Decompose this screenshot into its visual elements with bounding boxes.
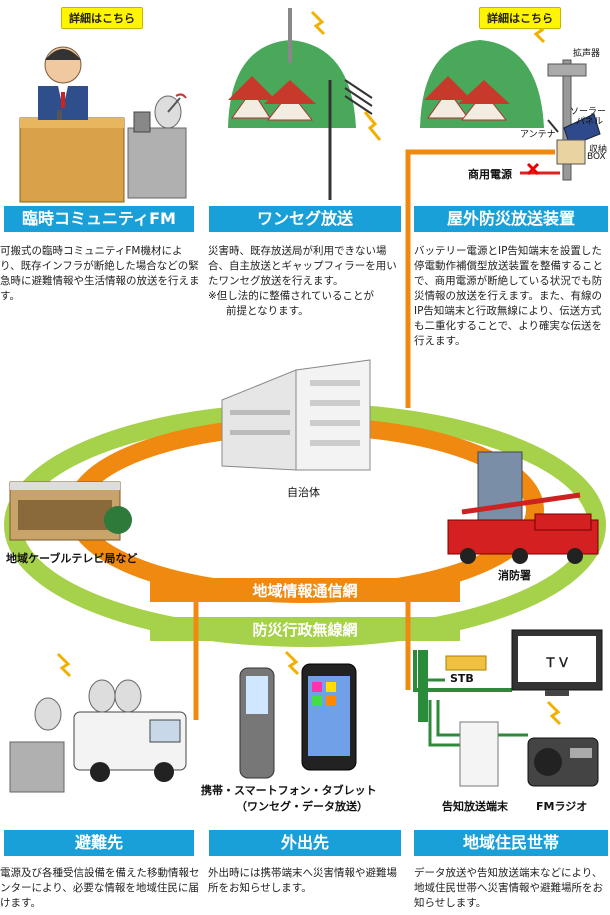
household-illustration [445,629,603,787]
detail-button-outdoor[interactable]: 詳細はこちら [479,7,561,29]
fire-station-label: 消防署 [498,569,531,582]
antenna-label: アンテナ [520,130,556,140]
shelter-header: 避難先 [4,830,194,856]
power-label: 商用電源 [468,168,512,181]
household-header: 地域住民世帯 [414,830,608,856]
oneseg-note1: ※但し法的に整備されていることが [208,290,374,302]
oneseg-note2: 前提となります。 [226,305,309,317]
outdoor-connector [405,149,555,408]
oneseg-desc: 災害時、既存放送局が利用できない場合、自主放送とギャップフィラーを用いたワンセグ… [208,245,397,287]
outdoor-header: 屋外防災放送装置 [414,206,608,232]
solar-label-1: ソーラー [570,107,607,117]
fire-station [447,451,599,564]
box-label-2: BOX [587,152,606,162]
outdoor-desc: バッテリー電源とIP告知端末を設置した停電動作補償型放送装置を整備することで、商… [414,245,603,347]
detail-button-fm[interactable]: 詳細はこちら [61,7,143,29]
mobile-illustration [239,650,357,779]
solar-label-2: パネル [576,117,604,127]
cable-tv-building [9,481,132,541]
municipality-label: 自治体 [287,486,320,499]
outing-desc: 外出時には携帯端末へ災害情報や避難場所をお知らせします。 [208,867,397,894]
outing-header: 外出先 [209,830,401,856]
regional-network-label: 地域情報通信網 [252,582,358,600]
stb-label: STB [450,672,474,685]
outdoor-illustration [420,18,601,181]
fm-radio-label: FMラジオ [536,800,588,813]
cable-tv-label: 地域ケーブルテレビ局など [6,552,138,565]
fm-illustration [19,46,187,203]
municipality-building [221,359,371,471]
disaster-radio-label: 防災行政無線網 [252,621,358,639]
oneseg-illustration [228,8,382,200]
household-desc: データ放送や告知放送端末などにより、地域住民世帯へ災害情報や避難場所をお知らせし… [414,867,603,909]
mobile-label-1: 携帯・スマートフォン・タブレット [201,784,377,797]
fm-header: 臨時コミュニティFM [4,206,194,232]
tv-label: ＴＶ [543,656,570,671]
shelter-desc: 電源及び各種受信設備を備えた移動情報センターにより、必要な情報を地域住民に届けま… [0,867,200,909]
box-label-1: 収納 [589,145,608,155]
shelter-illustration [9,652,187,793]
fm-desc: 可搬式の臨時コミュニティFM機材により、既存インフラが断絶した場合などの緊急時に… [0,245,200,302]
mobile-label-2: （ワンセグ・データ放送） [236,800,368,813]
speaker-label: 拡声器 [573,49,601,59]
oneseg-header: ワンセグ放送 [209,206,401,232]
terminal-label: 告知放送端末 [442,800,508,813]
